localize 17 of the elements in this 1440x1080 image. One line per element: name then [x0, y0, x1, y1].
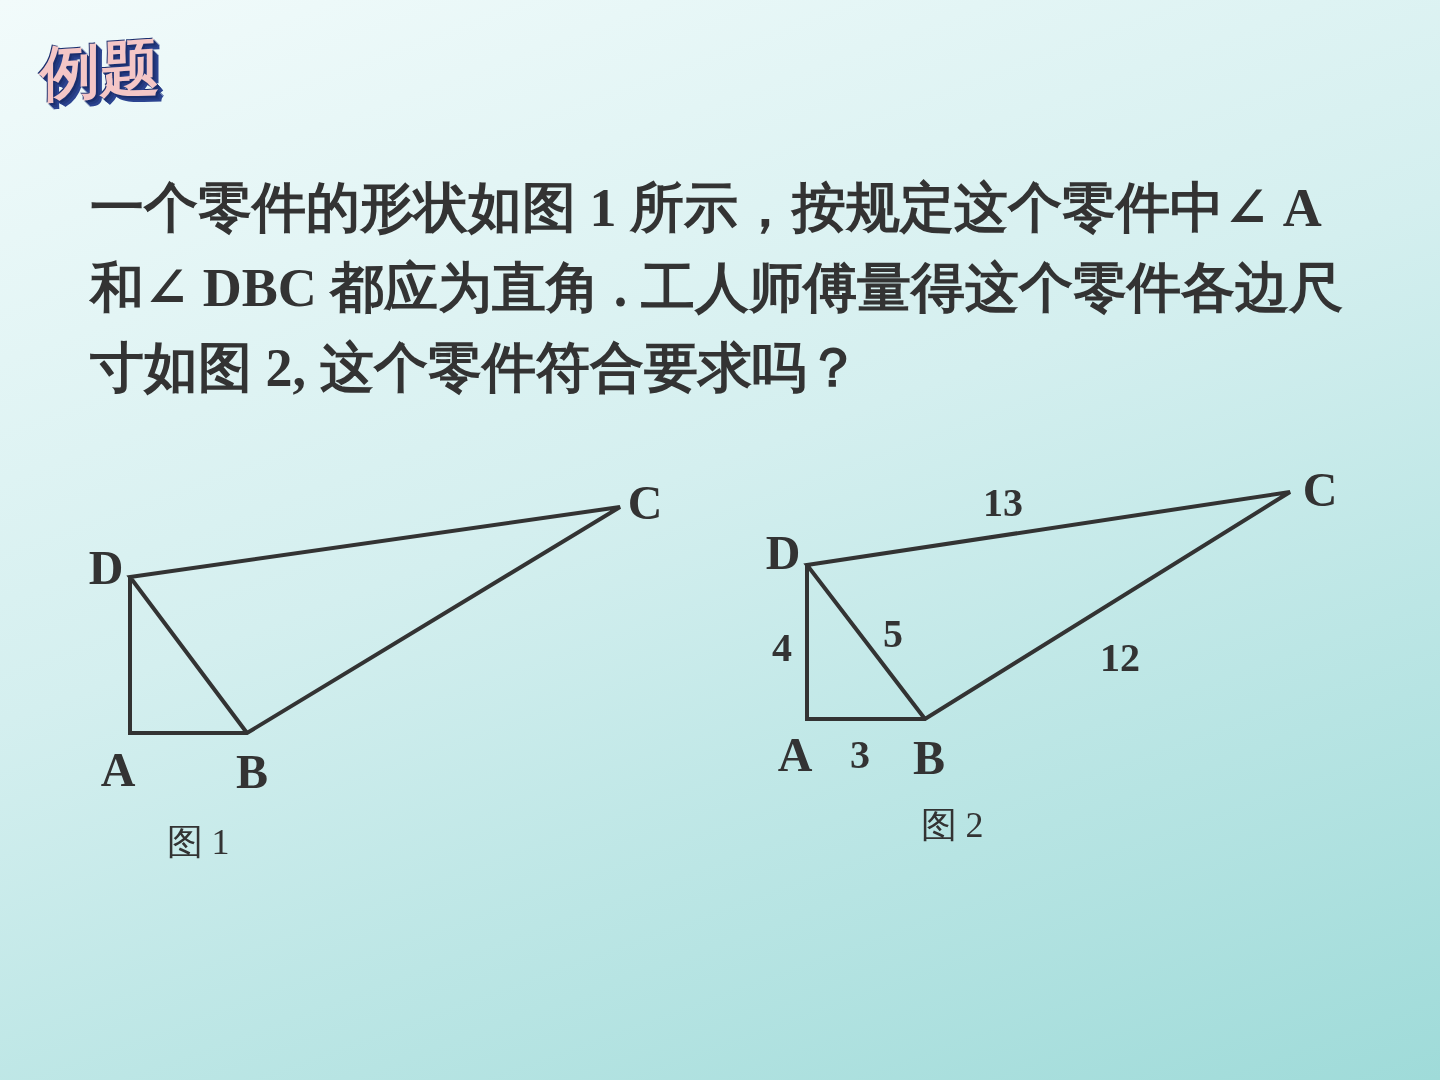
vertex-label: C [627, 479, 663, 527]
figure-caption: 图 1 [166, 824, 230, 860]
dimension-label: 5 [883, 614, 903, 654]
title: 例题 [40, 35, 160, 105]
question-text: 一个零件的形状如图 1 所示，按规定这个零件中∠ A 和∠ DBC 都应为直角 . 工人师傅量得这个零件各边尺寸如图 2, 这个零件符合要求吗？ [90, 177, 1344, 400]
dimension-label: 13 [983, 483, 1023, 523]
dimension-label: 4 [772, 628, 792, 668]
vertex-label: D [88, 544, 124, 592]
vertex-label: B [913, 734, 945, 782]
dimension-label: 3 [850, 735, 870, 775]
vertex-label: C [1302, 466, 1338, 514]
vertex-label: A [100, 746, 136, 794]
dimension-label: 12 [1100, 638, 1140, 678]
figure-caption: 图 2 [920, 807, 984, 843]
vertex-label: D [765, 529, 801, 577]
vertex-label: A [777, 731, 813, 779]
vertex-label: B [236, 748, 268, 796]
